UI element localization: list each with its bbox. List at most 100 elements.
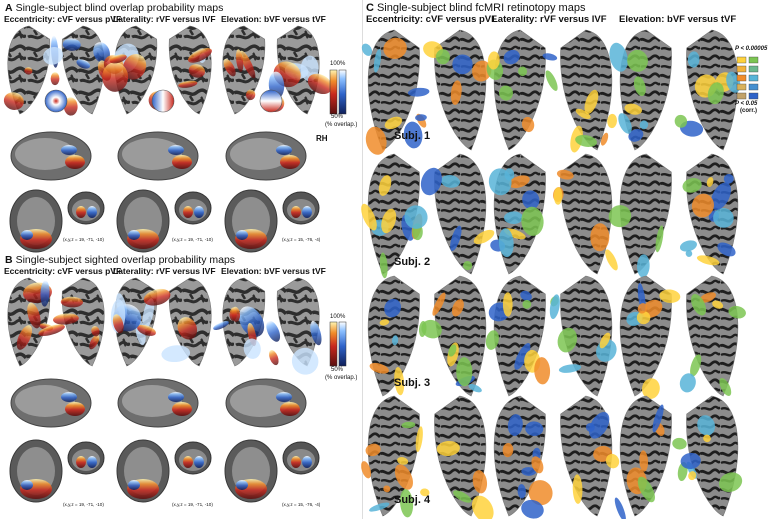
panel-a-col2-flatmap-activation (109, 54, 127, 64)
hemisphere-label: RH (316, 134, 328, 143)
p-scale-swatch (736, 92, 747, 100)
panel-c-subj2-col2-flatmap-activation (504, 211, 524, 224)
panel-c-subj2-col3-flatmap-activation (710, 182, 731, 211)
panel-a-hot-colorbar (329, 69, 338, 115)
panel-c-subj4-col3-flatmap-activation (652, 404, 664, 433)
panel-c-subj4-col1-flatmap-activation (400, 489, 414, 518)
panel-c-subj1-col2-flatmap-right-hemisphere (560, 29, 613, 151)
panel-c-subj1-col2-flatmap-activation (542, 53, 558, 61)
panel-c-subj3-col1-flatmap-activation (456, 357, 473, 387)
panel-a-col1-flatmap-activation (50, 72, 60, 86)
panel-c-subj3-col2-flatmap-activation (599, 332, 611, 349)
coords-b-2: (x,y,z = 19, -71, -10) (172, 502, 213, 507)
panel-b-col2-flatmap-activation (112, 314, 124, 334)
panel-c-subj2-col1-flatmap-activation (378, 175, 392, 196)
panel-c-subj2-col2-flatmap-activation (521, 206, 544, 236)
p-scale-swatch (736, 83, 747, 91)
panel-a-col1-sagittal-activation (65, 155, 85, 169)
panel-c-subj4-col1-flatmap-activation (436, 440, 460, 457)
panel-c-subj3-col1-flatmap-activation (369, 362, 389, 374)
panel-a-col1-axial-activation (21, 230, 33, 240)
panel-a-col3-flatmap-activation (240, 50, 256, 79)
panel-b-col2-sagittal-tissue (122, 385, 182, 417)
panel-a-col3-axial-activation (236, 230, 248, 240)
panel-b-hot-colorbar (329, 321, 338, 367)
panel-a-col1-flatmap-activation (43, 46, 64, 65)
panel-c-subj3-col3-flatmap-activation (699, 292, 716, 303)
panel-c-subj1-col2-flatmap-activation (499, 85, 513, 101)
col-head-b-elevation: Elevation: bVF versus tVF (221, 266, 326, 276)
panel-a-col3-stimulus-icon (259, 89, 283, 113)
panel-a-col1-flatmap-activation (62, 38, 81, 51)
panel-c-subj1-col1-flatmap-activation (450, 80, 462, 105)
panel-c-subj3-col3-flatmap-activation (642, 378, 660, 399)
panel-separator (362, 0, 363, 519)
panel-c-subj3-col3-flatmap-activation (659, 289, 681, 303)
panel-c-subj2-col3-flatmap-activation (706, 177, 714, 187)
panel-c-subj1-col2-flatmap-activation (575, 108, 591, 120)
panel-c-subj4-col1-flatmap-activation (453, 490, 472, 503)
panel-c-subj4-col2-flatmap-activation (517, 484, 526, 499)
col-head-c-elevation: Elevation: bVF versus tVF (619, 14, 737, 25)
panel-b-col1-coronal-activation (87, 456, 97, 468)
panel-c-subj2-col1-flatmap-activation (450, 225, 462, 252)
panel-c-subj2-col3-flatmap-activation (682, 178, 702, 193)
panel-c-subj2-col1-flatmap-activation (361, 203, 377, 231)
panel-c-subj2-col2-flatmap-activation (556, 169, 574, 180)
panel-c-subj4-col1-flatmap-activation (401, 421, 416, 429)
panel-c-subj3-col1-flatmap-activation (379, 319, 390, 326)
panel-b-col1-sagittal-tissue (15, 385, 75, 417)
panel-b-col3-coronal-activation (302, 456, 312, 468)
panel-b-col1-flatmap-activation (38, 324, 65, 336)
panel-c-subj2-col3-flatmap-activation (723, 173, 734, 184)
panel-c-subj1-col3-flatmap-activation (687, 51, 700, 68)
panel-c-subj4-col1-flatmap-activation (472, 470, 488, 494)
panel-c-subj1-col2-flatmap-activation (545, 70, 558, 91)
panel-c-subj1-col3-flatmap-activation (639, 120, 649, 130)
panel-a-col1-coronal-activation (76, 206, 86, 218)
panel-c-subj4-col3-flatmap-activation (637, 476, 655, 503)
panel-c-subj4-col3-flatmap-activation (614, 497, 626, 519)
panel-c-subj1-col2-flatmap-activation (600, 132, 609, 146)
panel-c-subj2-col2-flatmap-activation (522, 190, 540, 210)
panel-c-subj3-col2-flatmap-activation (485, 330, 499, 350)
panel-c-subj4-col2-flatmap-activation (521, 467, 537, 476)
panel-b-col2-flatmap-activation (161, 345, 191, 363)
panel-c-subj4-col2-flatmap-activation (528, 480, 553, 506)
subject-label-1: Subj. 1 (394, 130, 431, 142)
panel-c-subj2-col3-flatmap-activation (691, 193, 714, 218)
p-scale-swatch (736, 74, 747, 82)
panel-c-subj3-col3-flatmap-activation (712, 300, 724, 309)
panel-c-subj3-col2-flatmap-activation (558, 364, 582, 373)
panel-b-col1-flatmap-activation (89, 334, 100, 350)
overlap-scale-top-a: 100% (330, 61, 346, 67)
p-scale-swatch (748, 83, 759, 91)
panel-b-col3-flatmap-activation (213, 320, 229, 331)
panel-a-col1-sagittal-tissue (15, 138, 75, 170)
panel-c-subj1-col3-flatmap-activation (674, 114, 688, 128)
p-scale-unit: (corr.) (740, 108, 758, 114)
overlap-scale-unit-a: (% overlap.) (325, 122, 358, 128)
panel-a-col1-flatmap-activation (24, 67, 33, 75)
panel-c-subj1-col2-flatmap-activation (521, 116, 535, 133)
panel-b-col1-sagittal-activation (65, 402, 85, 416)
overlap-scale-top-b: 100% (330, 314, 346, 320)
panel-c-subj3-col1-flatmap-activation (448, 344, 457, 357)
panel-b-col2-flatmap-activation (142, 298, 155, 330)
panel-b-col1-flatmap-activation (40, 280, 50, 307)
panel-b-col2-sagittal-activation (172, 402, 192, 416)
panel-a-col2-sagittal-activation (168, 145, 184, 155)
panel-c-subj2-col2-flatmap-activation (508, 175, 530, 189)
coords-b-1: (x,y,z = 19, -71, -10) (63, 502, 104, 507)
coords-a-2: (x,y,z = 19, -71, -10) (172, 237, 213, 242)
panel-c-subj4-col1-flatmap-activation (420, 488, 430, 497)
panel-c-subj4-col2-flatmap-activation (605, 453, 620, 469)
col-head-c-laterality: Laterality: rVF versus lVF (492, 14, 607, 25)
panel-c-subj3-col2-flatmap-activation (520, 290, 532, 301)
panel-c-subj2-col1-flatmap-activation (463, 261, 473, 271)
panel-c-subj2-col2-flatmap-activation (488, 168, 512, 196)
panel-a-col3-sagittal-activation (276, 145, 292, 155)
p-scale-swatch (748, 92, 759, 100)
panel-a-col3-flatmap-left-hemisphere (222, 25, 266, 115)
panel-c-subj4-col3-flatmap-activation (697, 415, 716, 436)
